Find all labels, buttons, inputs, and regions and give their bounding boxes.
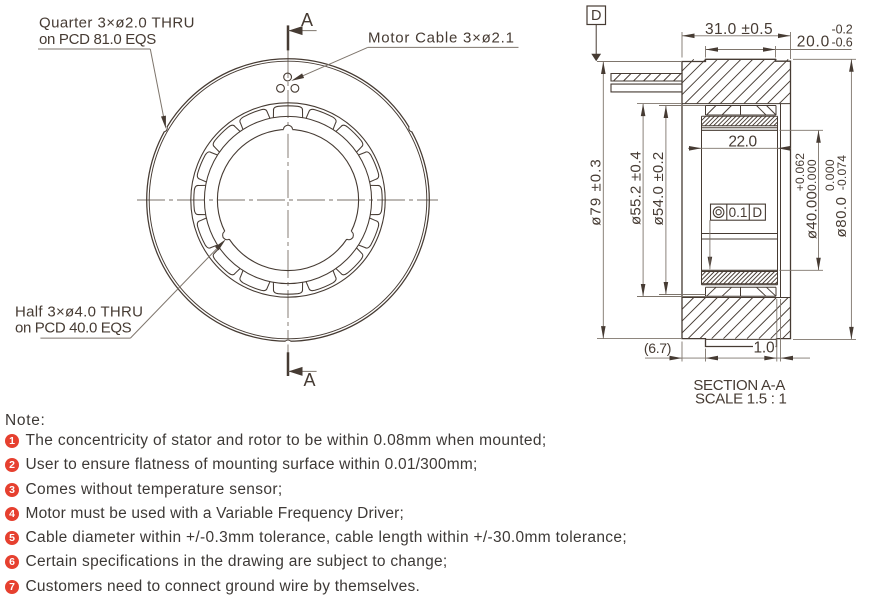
svg-text:0.000: 0.000 xyxy=(805,159,819,191)
svg-text:22.0: 22.0 xyxy=(728,133,757,150)
svg-text:-0.6: -0.6 xyxy=(832,36,853,50)
svg-text:ø80.0: ø80.0 xyxy=(833,197,850,238)
svg-text:A: A xyxy=(301,10,313,30)
svg-text:SECTION A-A: SECTION A-A xyxy=(693,377,785,394)
svg-text:(6.7): (6.7) xyxy=(644,340,671,356)
svg-text:-0.074: -0.074 xyxy=(835,155,849,191)
svg-text:A: A xyxy=(303,370,315,390)
svg-text:Half 3×ø4.0 THRU: Half 3×ø4.0 THRU xyxy=(15,303,143,320)
svg-text:0.000: 0.000 xyxy=(823,159,837,191)
svg-text:20.0: 20.0 xyxy=(797,34,830,51)
svg-text:31.0 ±0.5: 31.0 ±0.5 xyxy=(705,21,773,38)
svg-text:ø54.0 ±0.2: ø54.0 ±0.2 xyxy=(650,152,667,226)
svg-text:+0.062: +0.062 xyxy=(793,153,807,192)
svg-text:1.0: 1.0 xyxy=(754,339,776,356)
svg-text:0.1: 0.1 xyxy=(729,205,748,220)
svg-text:on PCD 40.0 EQS: on PCD 40.0 EQS xyxy=(15,319,132,336)
svg-text:-0.2: -0.2 xyxy=(832,22,853,36)
svg-text:SCALE 1.5 : 1: SCALE 1.5 : 1 xyxy=(695,390,787,407)
svg-text:Motor Cable 3×ø2.1: Motor Cable 3×ø2.1 xyxy=(368,30,515,47)
svg-text:D: D xyxy=(591,8,601,24)
svg-text:Quarter 3×ø2.0 THRU: Quarter 3×ø2.0 THRU xyxy=(39,14,195,31)
svg-text:D: D xyxy=(752,205,762,220)
svg-text:on PCD 81.0 EQS: on PCD 81.0 EQS xyxy=(39,31,156,48)
svg-text:ø40.00: ø40.00 xyxy=(804,191,821,239)
svg-text:ø55.2 ±0.4: ø55.2 ±0.4 xyxy=(628,151,645,225)
svg-text:ø79 ±0.3: ø79 ±0.3 xyxy=(588,158,605,226)
